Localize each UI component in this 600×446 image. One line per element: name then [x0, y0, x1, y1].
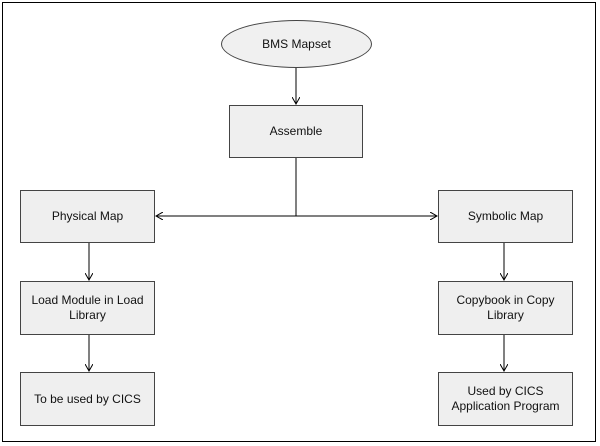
node-physical-map: Physical Map	[20, 190, 155, 243]
node-symbolic-map-label: Symbolic Map	[467, 209, 544, 223]
node-bms-mapset-label: BMS Mapset	[262, 36, 331, 51]
node-physical-map-label: Physical Map	[51, 209, 124, 223]
node-bms-mapset: BMS Mapset	[221, 20, 372, 68]
node-assemble: Assemble	[229, 105, 363, 158]
node-copybook: Copybook in Copy Library	[438, 281, 573, 335]
node-load-module: Load Module in Load Library	[20, 281, 155, 335]
node-symbolic-map: Symbolic Map	[438, 190, 573, 243]
node-copybook-label: Copybook in Copy Library	[456, 293, 555, 322]
node-application-program: Used by CICS Application Program	[438, 372, 573, 426]
node-to-be-used-by-cics: To be used by CICS	[20, 372, 155, 426]
node-application-program-label: Used by CICS Application Program	[451, 384, 560, 413]
node-load-module-label: Load Module in Load Library	[31, 293, 144, 322]
diagram-frame	[2, 2, 596, 442]
node-assemble-label: Assemble	[269, 124, 323, 138]
node-to-be-used-by-cics-label: To be used by CICS	[34, 391, 141, 406]
